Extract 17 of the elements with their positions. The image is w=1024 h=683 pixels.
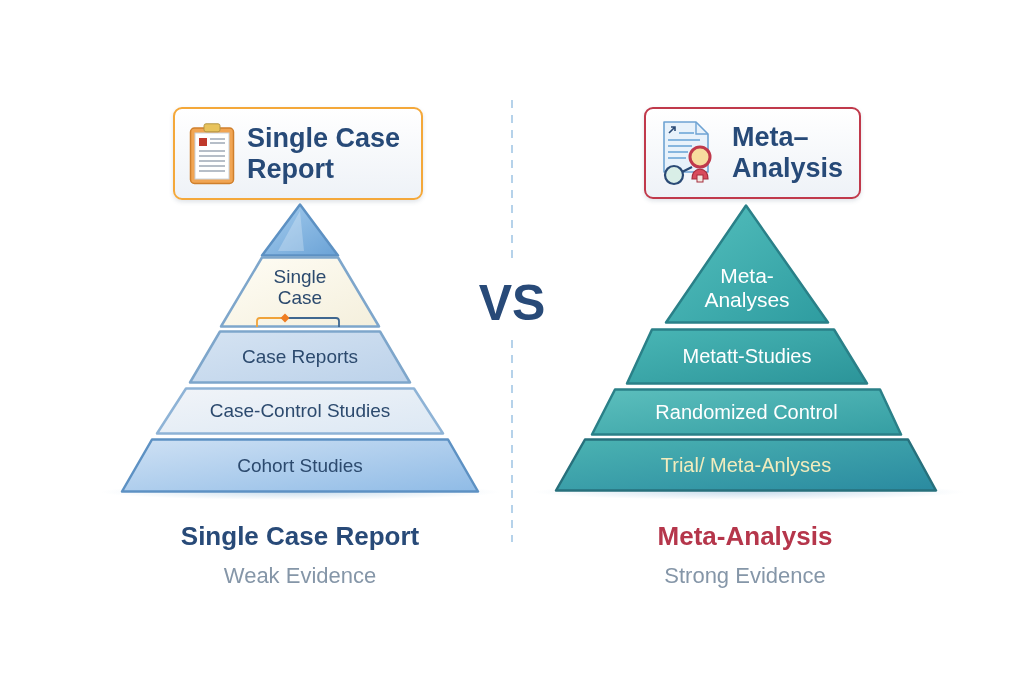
caption-heading: Single Case Report (180, 521, 420, 552)
tier-label: Metatt-Studies (682, 345, 812, 368)
caption-subtext: Strong Evidence (664, 563, 826, 589)
tier-label: Randomized Control (655, 400, 838, 424)
tier-label: Case Reports (241, 346, 359, 368)
caption-heading: Meta-Analysis (657, 521, 833, 552)
title-card (173, 107, 423, 200)
tier-label: Trial/ Meta-Anlyses (660, 453, 832, 477)
caption-subtext: Weak Evidence (223, 563, 377, 589)
tier-label: Cohort Studies (237, 454, 363, 477)
card-title: Single Case Report (247, 122, 402, 185)
card-title: Meta– Analysis (732, 122, 845, 184)
tier-label: Single Case (273, 265, 327, 309)
versus-text: VS (478, 274, 546, 332)
tier-label: Case-Control Studies (209, 400, 391, 422)
tier-label: Meta- Analyses (704, 264, 790, 312)
title-card (644, 107, 861, 199)
